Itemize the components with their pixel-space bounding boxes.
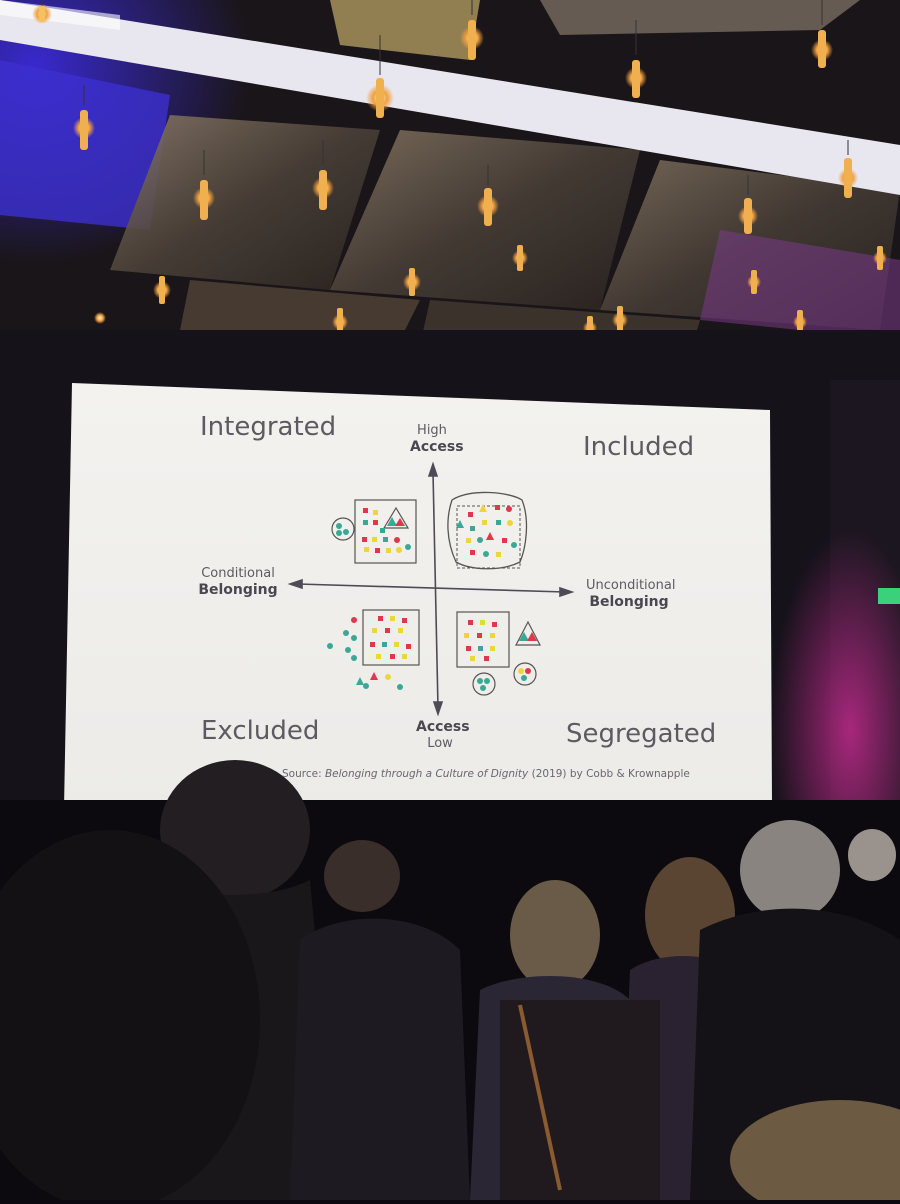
audience-head [324,840,400,912]
audience-head [510,880,600,990]
audience [0,760,900,1204]
audience-head [740,820,840,920]
integrated-cluster [331,499,417,564]
included-cluster [447,491,528,570]
ceiling-beam [0,0,900,195]
audience-head [848,829,896,881]
exit-sign [878,588,900,604]
segregated-cluster [456,611,541,696]
excluded-cluster [327,609,420,690]
quadrant-axes [287,461,575,717]
audience-head [0,830,260,1204]
projection-screen [64,383,772,808]
audience-head [160,760,310,900]
